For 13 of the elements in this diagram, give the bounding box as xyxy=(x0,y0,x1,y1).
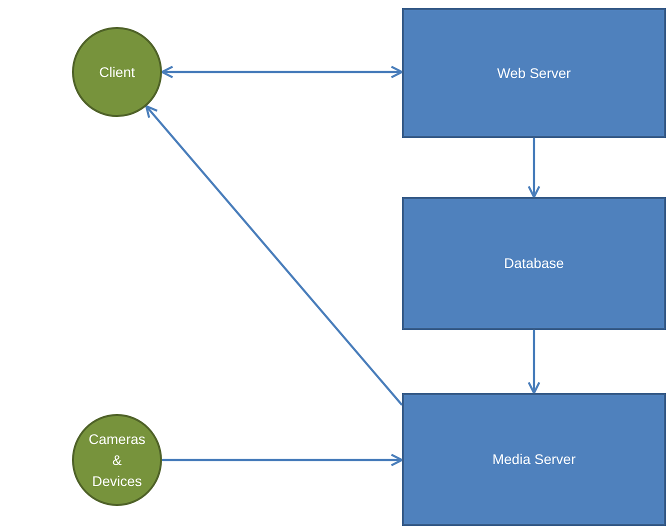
node-label: Media Server xyxy=(491,450,577,469)
arrow xyxy=(162,454,404,466)
node-label: Cameras & Devices xyxy=(88,430,146,490)
node-label: Database xyxy=(503,254,565,273)
process-box xyxy=(402,393,666,526)
node-label: Client xyxy=(99,62,135,82)
process-box xyxy=(402,197,666,330)
arrow xyxy=(528,330,540,394)
arrow xyxy=(145,105,403,406)
arrow xyxy=(528,138,540,198)
arrow xyxy=(160,66,404,78)
process-box xyxy=(402,8,666,138)
node-label: Web Server xyxy=(496,64,572,82)
